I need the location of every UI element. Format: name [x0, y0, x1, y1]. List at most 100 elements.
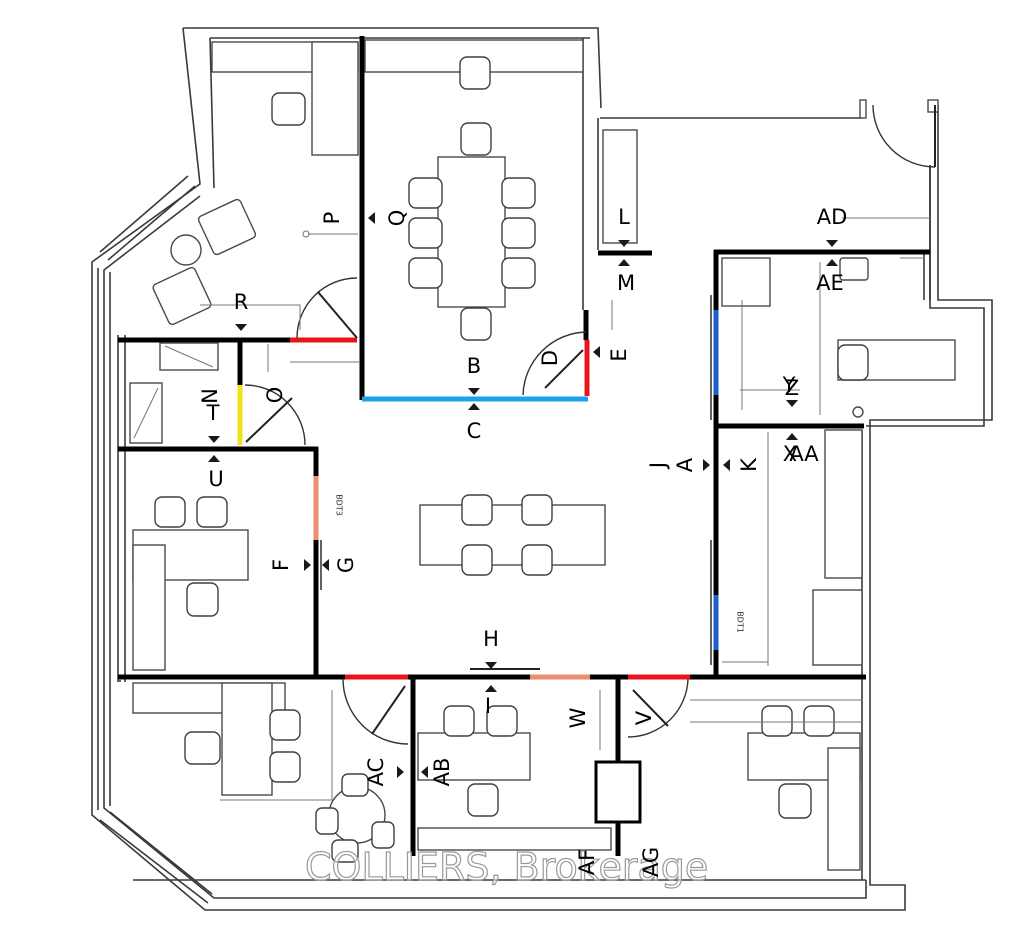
reference-line-k	[722, 432, 769, 666]
arrow-a	[703, 459, 710, 471]
door-v-swing	[627, 678, 689, 738]
chair	[408, 177, 443, 209]
label-r: R	[234, 290, 249, 314]
label-arrows	[208, 212, 838, 778]
label-ab: AB	[430, 758, 454, 787]
chair	[460, 307, 492, 341]
label-ag: AG	[639, 847, 663, 877]
arrow-b	[468, 388, 480, 395]
cabinet-l	[602, 129, 638, 244]
conference-table	[437, 156, 506, 308]
label-h: H	[483, 627, 499, 651]
chair	[315, 807, 339, 835]
arrow-f	[304, 559, 311, 571]
label-m: M	[617, 271, 635, 295]
column	[594, 760, 642, 824]
counter	[824, 429, 863, 579]
chair	[459, 56, 491, 90]
label-o: O	[263, 387, 287, 404]
cabinet-mark	[133, 387, 159, 439]
arrow-c	[468, 403, 480, 410]
window-left-band	[97, 268, 111, 810]
side-table	[170, 234, 202, 266]
label-b: B	[467, 354, 481, 378]
chair	[803, 705, 835, 737]
label-z: Z	[785, 376, 799, 400]
label-d: D	[538, 350, 562, 366]
reference-line-r	[267, 344, 360, 372]
bench	[417, 827, 612, 851]
label-c: C	[467, 419, 482, 443]
walls	[118, 36, 930, 856]
desk-return	[311, 41, 359, 156]
arrow-ae	[826, 259, 838, 266]
label-g: G	[334, 557, 358, 573]
work-table	[419, 504, 606, 566]
arrow-m	[618, 259, 630, 266]
chair	[341, 773, 369, 797]
arrow-e	[593, 346, 600, 358]
cabinet-mark	[164, 345, 214, 368]
label-ac: AC	[364, 758, 388, 787]
chair	[154, 496, 186, 528]
label-ad: AD	[817, 205, 848, 229]
annotation-bdt1: BDT1	[736, 611, 745, 633]
label-u: U	[208, 467, 223, 491]
chair	[269, 709, 301, 741]
wall-labels: P Q L AD M AE R D E B O N T Y Z C X AA J…	[198, 205, 847, 877]
reference-line-v	[690, 699, 862, 723]
lounge-chair	[197, 198, 257, 256]
chair	[408, 217, 443, 249]
chair	[461, 544, 493, 576]
cabinet	[812, 589, 863, 666]
label-k: K	[737, 457, 761, 472]
chair	[184, 731, 221, 765]
door-r-swing	[296, 277, 358, 339]
arrow-x	[786, 433, 798, 440]
chair	[460, 122, 492, 156]
bottom-room-line	[119, 680, 866, 881]
door-d-swing	[522, 331, 587, 396]
desk	[417, 732, 531, 781]
desk-return	[221, 682, 273, 796]
chair	[269, 751, 301, 783]
corridor-north-wall	[597, 117, 862, 250]
arrow-ad	[826, 240, 838, 247]
chair	[501, 257, 536, 289]
label-p: P	[320, 212, 344, 225]
arrow-u	[208, 455, 220, 462]
chair	[501, 177, 536, 209]
label-n: N	[198, 388, 222, 404]
interior-left-wall	[117, 335, 126, 682]
annotation-bdt3: BDT3	[335, 494, 344, 516]
label-e: E	[607, 348, 631, 361]
rug-outline	[220, 690, 333, 801]
chair	[371, 821, 395, 849]
reference-line-ae	[740, 262, 821, 415]
label-t: T	[206, 401, 220, 425]
reference-lines	[267, 217, 930, 750]
chair	[521, 544, 553, 576]
right-wall-lines	[923, 165, 931, 300]
label-af: AF	[575, 849, 599, 875]
arrow-k	[723, 459, 730, 471]
door-jamb-right	[927, 99, 939, 113]
arrow-ac	[397, 766, 404, 778]
door-ac-leaf	[371, 685, 406, 735]
label-v: V	[632, 710, 656, 725]
label-ae: AE	[816, 271, 844, 295]
chair	[467, 783, 499, 817]
door-entry-swing	[872, 104, 936, 168]
chair	[186, 582, 219, 617]
arrow-r	[235, 324, 247, 331]
arrow-ab	[421, 766, 428, 778]
building-shell	[91, 27, 993, 911]
chair	[443, 705, 475, 737]
chair	[521, 494, 553, 526]
credenza	[827, 747, 861, 871]
lounge-chair	[152, 266, 212, 326]
door-o-leaf	[245, 397, 293, 443]
chair	[837, 344, 869, 381]
label-y: Y	[782, 373, 796, 397]
